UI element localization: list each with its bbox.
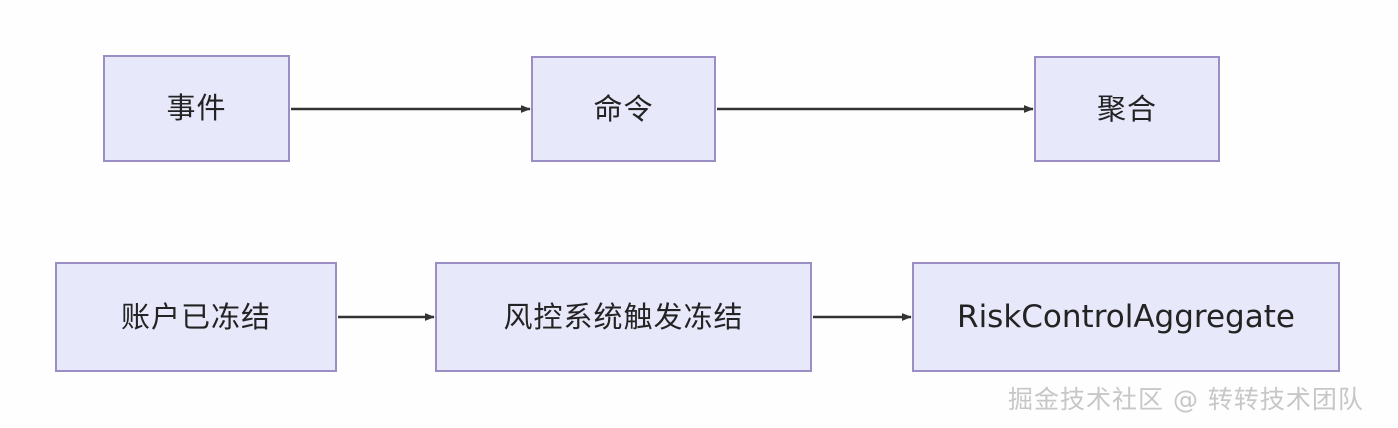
node-command-label: 命令 [593, 91, 654, 126]
node-aggregate[interactable]: 聚合 [1034, 56, 1220, 162]
node-account-frozen[interactable]: 账户已冻结 [55, 262, 337, 372]
node-risk-trigger[interactable]: 风控系统触发冻结 [435, 262, 812, 372]
node-account-frozen-label: 账户已冻结 [120, 299, 271, 334]
node-event-label: 事件 [166, 91, 227, 125]
watermark: 掘金技术社区 @ 转转技术团队 [1008, 385, 1364, 414]
node-command[interactable]: 命令 [531, 56, 716, 162]
node-event[interactable]: 事件 [103, 55, 290, 162]
node-risk-trigger-label: 风控系统触发冻结 [503, 299, 744, 334]
node-risk-aggregate[interactable]: RiskControlAggregate [912, 262, 1340, 372]
node-aggregate-label: 聚合 [1096, 91, 1157, 126]
node-risk-aggregate-label: RiskControlAggregate [957, 298, 1295, 335]
